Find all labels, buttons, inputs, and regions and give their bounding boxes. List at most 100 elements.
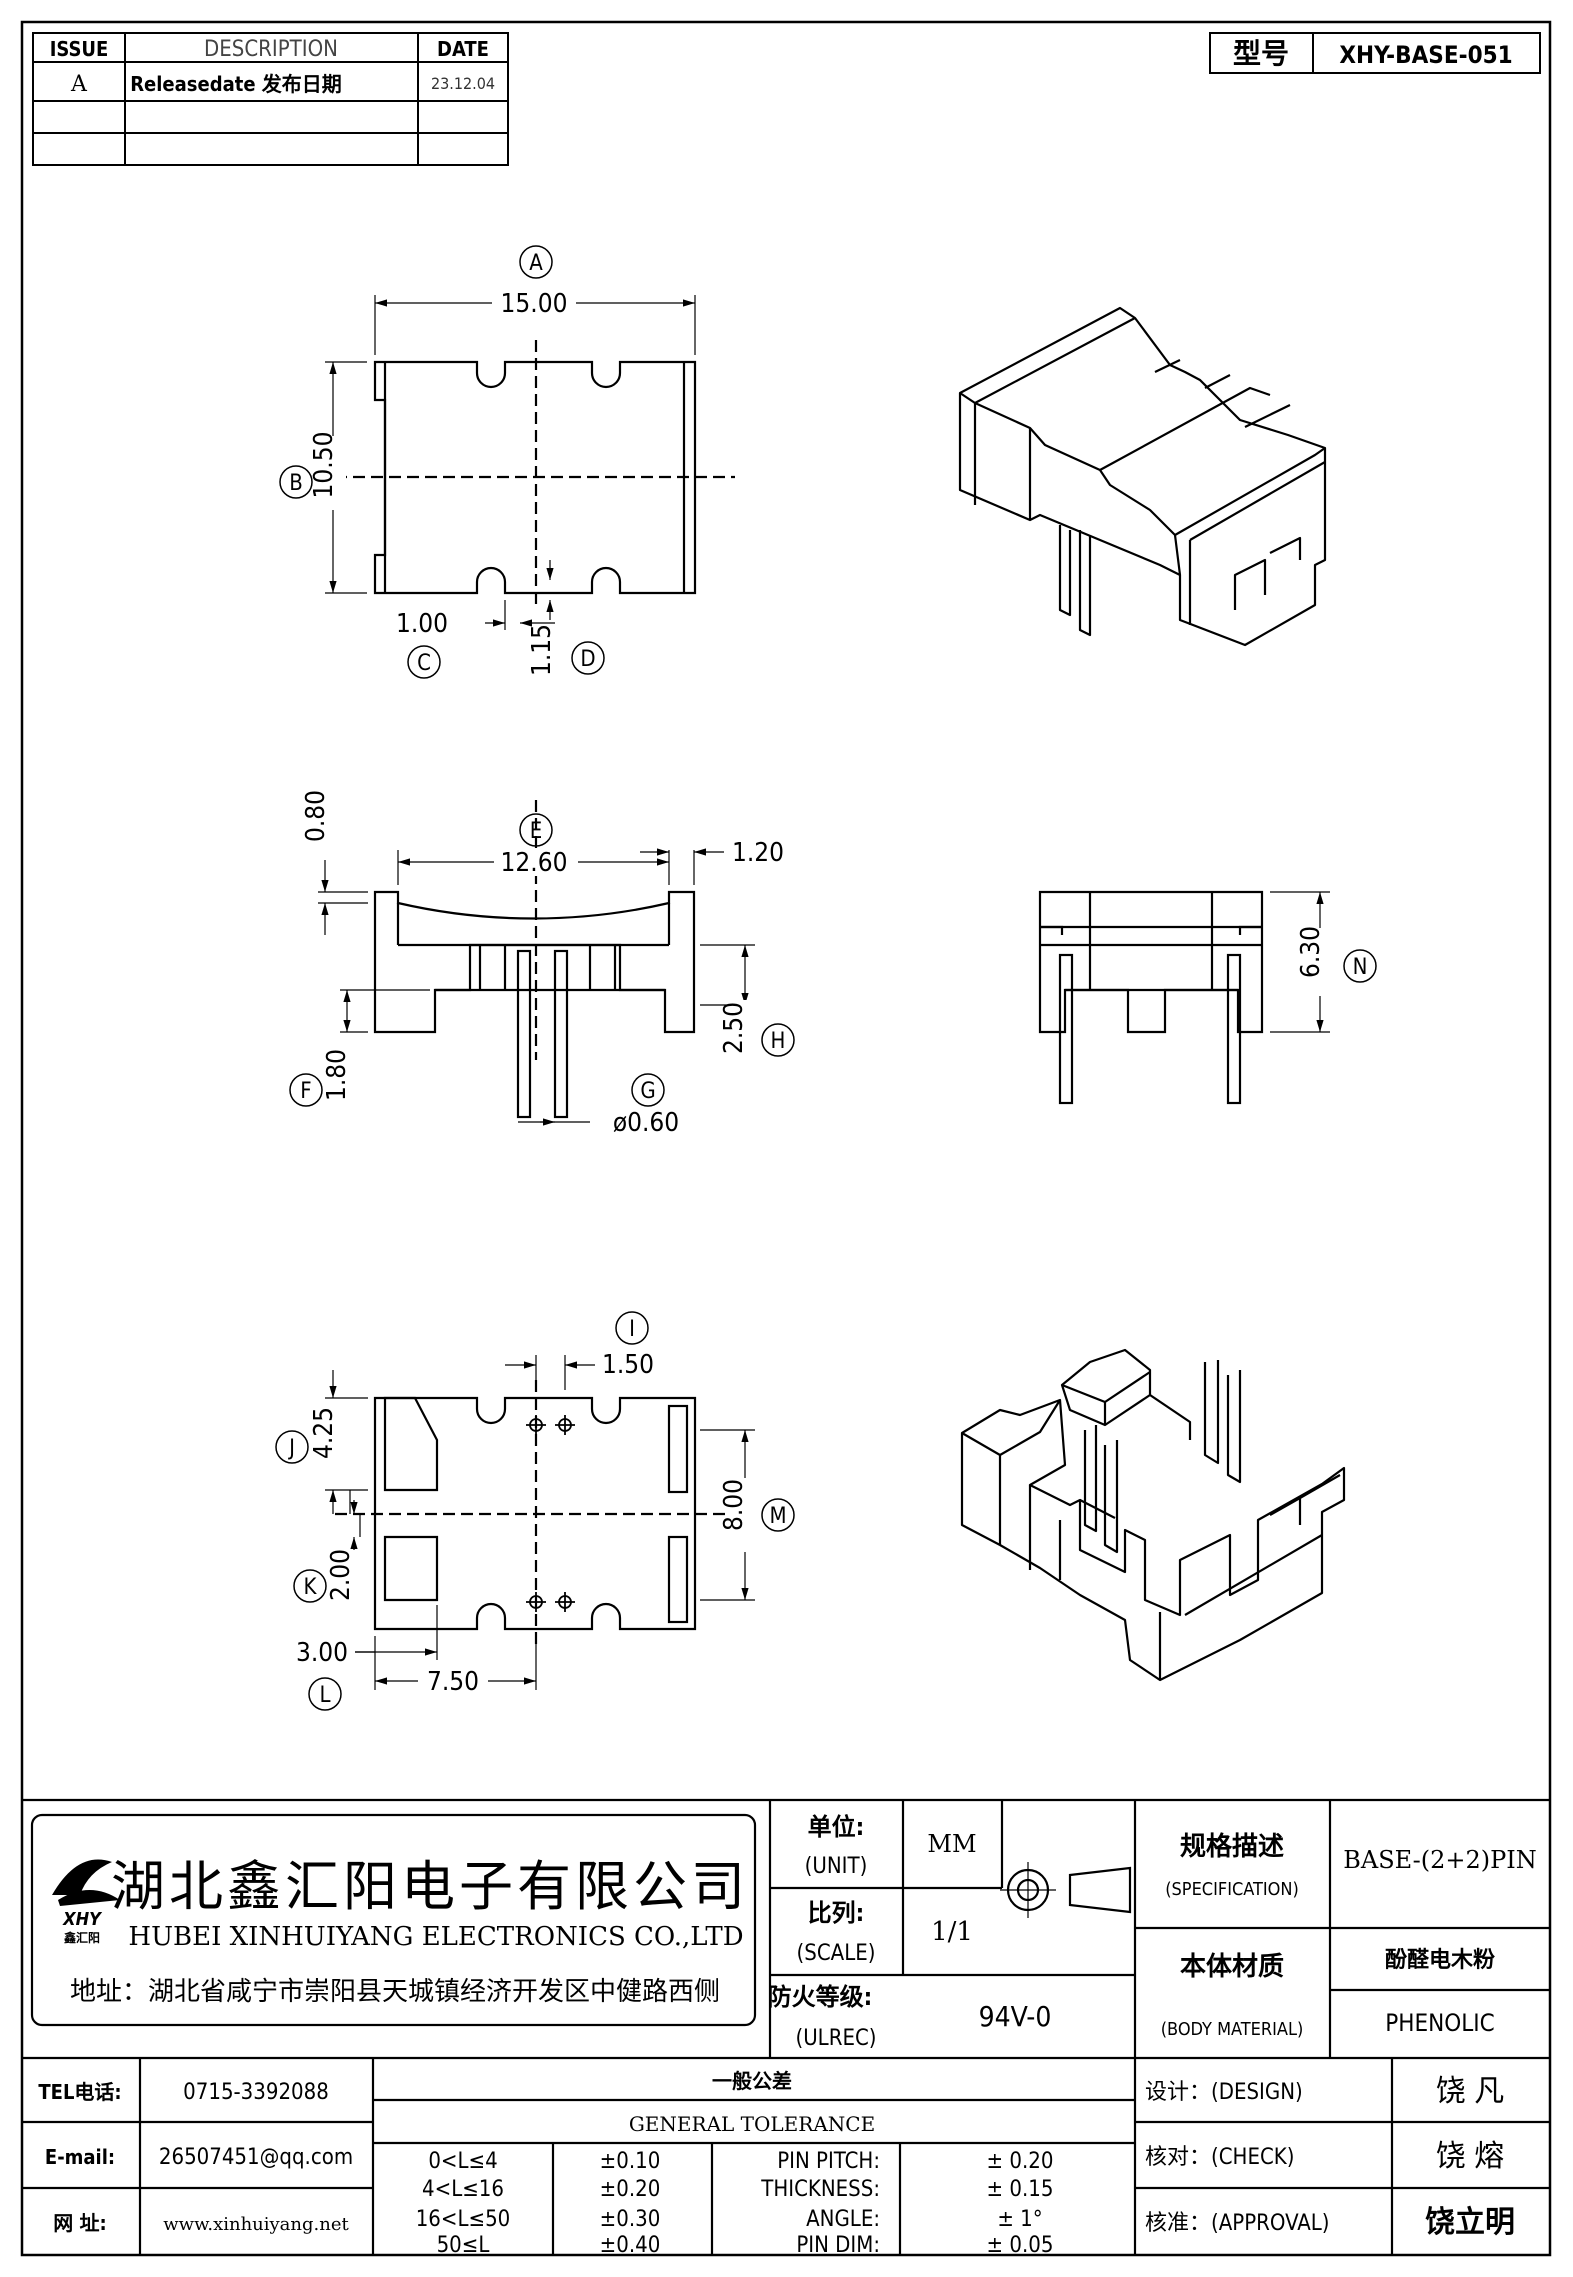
tolerance-value: ±0.20	[600, 2177, 661, 2202]
unit-label-cn: 单位:	[808, 1813, 865, 1841]
tolerance-value: ±0.40	[600, 2233, 661, 2258]
material-label-en: (BODY MATERIAL)	[1161, 2019, 1304, 2040]
dimension-text: 8.00	[719, 1479, 749, 1531]
dim-K: K 2.00	[293, 1549, 356, 1603]
material-value-cn: 酚醛电木粉	[1385, 1948, 1495, 1973]
bottom-view	[325, 1355, 755, 1690]
model-number: XHY-BASE-051	[1339, 41, 1512, 69]
top-view	[325, 295, 735, 630]
scale-label-en: (SCALE)	[797, 1941, 876, 1966]
dimension-text: 15.00	[501, 289, 568, 319]
tolerance-title-en: GENERAL TOLERANCE	[629, 2112, 875, 2136]
side-view	[1038, 890, 1330, 1105]
date-header: DATE	[437, 37, 489, 61]
fire-label-cn: 防火等级:	[768, 1983, 873, 2011]
tolerance-range: 50≤L	[437, 2233, 490, 2258]
company-address: 地址：湖北省咸宁市崇阳县天城镇经济开发区中健路西侧	[70, 1977, 720, 2007]
dimension-text: G	[640, 1079, 655, 1104]
dimension-text: 1.15	[527, 624, 557, 676]
check-label: 核对：(CHECK)	[1145, 2145, 1294, 2170]
dimension-text: J	[287, 1436, 295, 1461]
unit-value: MM	[927, 1830, 976, 1858]
special-name: THICKNESS:	[760, 2177, 880, 2202]
check-name: 饶 熔	[1436, 2139, 1505, 2174]
approval-label: 核准：(APPROVAL)	[1145, 2211, 1329, 2236]
fire-label-en: (ULREC)	[795, 2026, 876, 2051]
dim-D: 1.15 D	[527, 624, 605, 676]
dim-wall: 1.20	[732, 838, 784, 868]
dim-L: 3.00 L 7.50	[296, 1638, 488, 1711]
dimension-text: 12.60	[501, 848, 568, 878]
dim-I: I 1.50	[602, 1311, 654, 1380]
tolerance-value: ±0.30	[600, 2207, 661, 2232]
dimension-text: 2.00	[326, 1549, 356, 1601]
fire-value: 94V-0	[979, 2000, 1052, 2033]
spec-label-en: (SPECIFICATION)	[1165, 1879, 1299, 1900]
company-name-en: HUBEI XINHUIYANG ELECTRONICS CO.,LTD	[128, 1922, 743, 1952]
tolerance-value: ±0.10	[600, 2149, 661, 2174]
dimension-text: N	[1353, 955, 1368, 980]
web-value: www.xinhuiyang.net	[163, 2214, 349, 2235]
dimension-text: 1.50	[602, 1350, 654, 1380]
company-logo: XHY 鑫汇阳	[52, 1859, 120, 1945]
dimension-text: XHY	[62, 1909, 103, 1930]
tolerance-range: 16<L≤50	[416, 2207, 511, 2232]
dimension-text: I	[629, 1317, 635, 1342]
dimension-text: H	[771, 1029, 786, 1054]
front-view	[318, 800, 755, 1126]
dim-J: J 4.25	[275, 1407, 339, 1464]
model-label: 型号	[1233, 37, 1289, 70]
email-label: E-mail:	[45, 2145, 115, 2169]
dimension-text: 2.50	[719, 1002, 749, 1054]
dim-N: 6.30 N	[1296, 926, 1377, 996]
tel-label: TEL电话:	[38, 2080, 121, 2104]
dimension-text: ø0.60	[613, 1108, 679, 1138]
tolerance-specials: PIN PITCH: ± 0.20 THICKNESS: ± 0.15 ANGL…	[760, 2149, 1053, 2258]
tolerance-range: 4<L≤16	[422, 2177, 504, 2202]
material-value-en: PHENOLIC	[1385, 2009, 1495, 2037]
dim-A: A 15.00	[492, 245, 576, 319]
dimension-text: 1.80	[322, 1049, 352, 1101]
dimension-text: 4.25	[309, 1407, 339, 1459]
dim-G: G ø0.60	[613, 1073, 679, 1138]
dimension-text: C	[417, 651, 431, 676]
dim-C: 1.00 C	[396, 609, 448, 679]
issue-header: ISSUE	[50, 37, 109, 61]
description-header: DESCRIPTION	[204, 37, 338, 62]
special-name: ANGLE:	[806, 2207, 880, 2232]
special-name: PIN DIM:	[796, 2233, 880, 2258]
design-name: 饶 凡	[1436, 2074, 1505, 2109]
dimension-text: A	[529, 251, 543, 276]
dim-E: E 12.60	[494, 813, 578, 878]
revision-description: Releasedate 发布日期	[130, 72, 342, 96]
material-label-cn: 本体材质	[1180, 1952, 1284, 1982]
dim-H: 2.50 H	[719, 1000, 795, 1076]
dim-top-gap: 0.80	[301, 790, 331, 842]
design-label: 设计：(DESIGN)	[1145, 2080, 1303, 2105]
dimension-text: 1.20	[732, 838, 784, 868]
dimension-text: K	[304, 1575, 318, 1600]
dim-B: B 10.50	[279, 432, 346, 510]
tel-value: 0715-3392088	[183, 2080, 329, 2105]
dimension-text: E	[530, 819, 543, 844]
unit-label-en: (UNIT)	[805, 1854, 868, 1879]
dimension-text: 3.00	[296, 1638, 348, 1668]
web-label: 网 址:	[53, 2211, 106, 2235]
dimension-text: L	[319, 1683, 330, 1708]
special-name: PIN PITCH:	[777, 2149, 880, 2174]
approval-name: 饶立明	[1425, 2205, 1515, 2240]
title-block-lines	[22, 1798, 1550, 2255]
special-value: ± 0.20	[987, 2149, 1054, 2174]
tolerance-ranges: 0<L≤4 ±0.10 4<L≤16 ±0.20 16<L≤50 ±0.30 5…	[416, 2149, 661, 2258]
dimension-text: 0.80	[301, 790, 331, 842]
dimension-text: F	[300, 1079, 311, 1104]
dimension-text: 7.50	[427, 1667, 479, 1697]
dimension-text: B	[289, 471, 303, 496]
dimension-text: D	[580, 647, 595, 672]
tolerance-title-cn: 一般公差	[712, 2069, 792, 2093]
model-box	[1209, 32, 1541, 74]
special-value: ± 0.15	[987, 2177, 1054, 2202]
iso-view-top	[958, 306, 1327, 647]
special-value: ± 1°	[997, 2207, 1042, 2232]
